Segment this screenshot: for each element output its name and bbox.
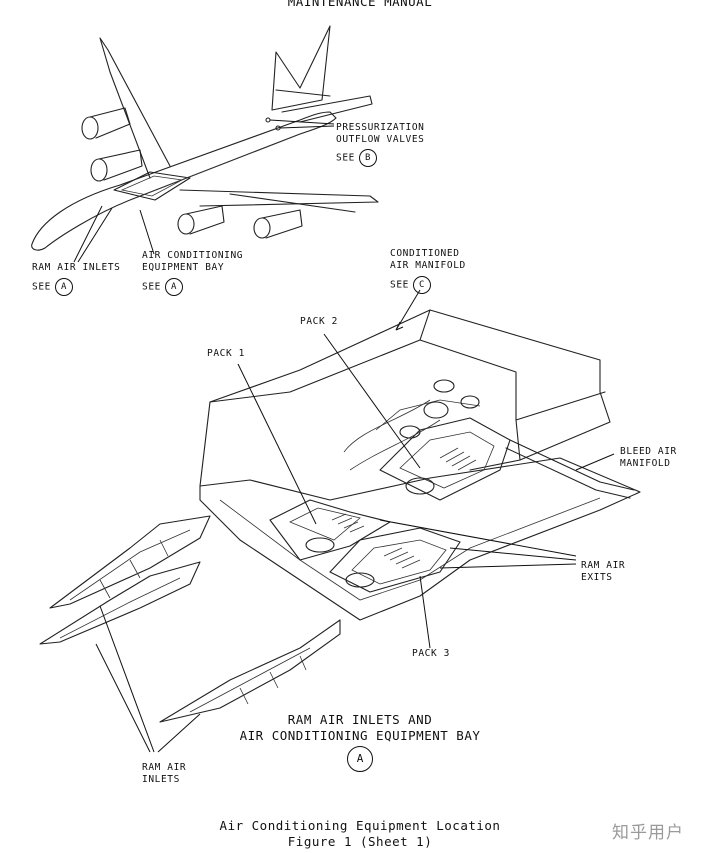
ram-air-exits-label: RAM AIR EXITS [581,560,626,583]
ram-air-inlet-scoops [39,515,341,723]
detail-ref-a: A [54,278,73,296]
pack-2-label: PACK 2 [300,316,338,327]
detail-ref-c: C [412,276,431,294]
view-title: RAM AIR INLETS AND AIR CONDITIONING EQUI… [239,712,481,743]
bleed-air-manifold-label: BLEED AIR MANIFOLD [620,446,677,469]
manual-title: MAINTENANCE MANUAL [287,0,433,9]
detail-ref-b: B [358,149,377,167]
figure-caption: Air Conditioning Equipment Location Figu… [219,818,501,849]
ram-air-inlets-label-bottom: RAM AIR INLETS [142,762,187,785]
equipment-bay-illustration [199,309,641,621]
pack-1-label: PACK 1 [207,348,245,359]
view-ref-a: A [347,746,373,772]
detail-ref-a: A [164,278,183,296]
pack-3-label: PACK 3 [412,648,450,659]
watermark: 知乎用户 [612,823,684,843]
airplane-illustration [31,25,379,251]
